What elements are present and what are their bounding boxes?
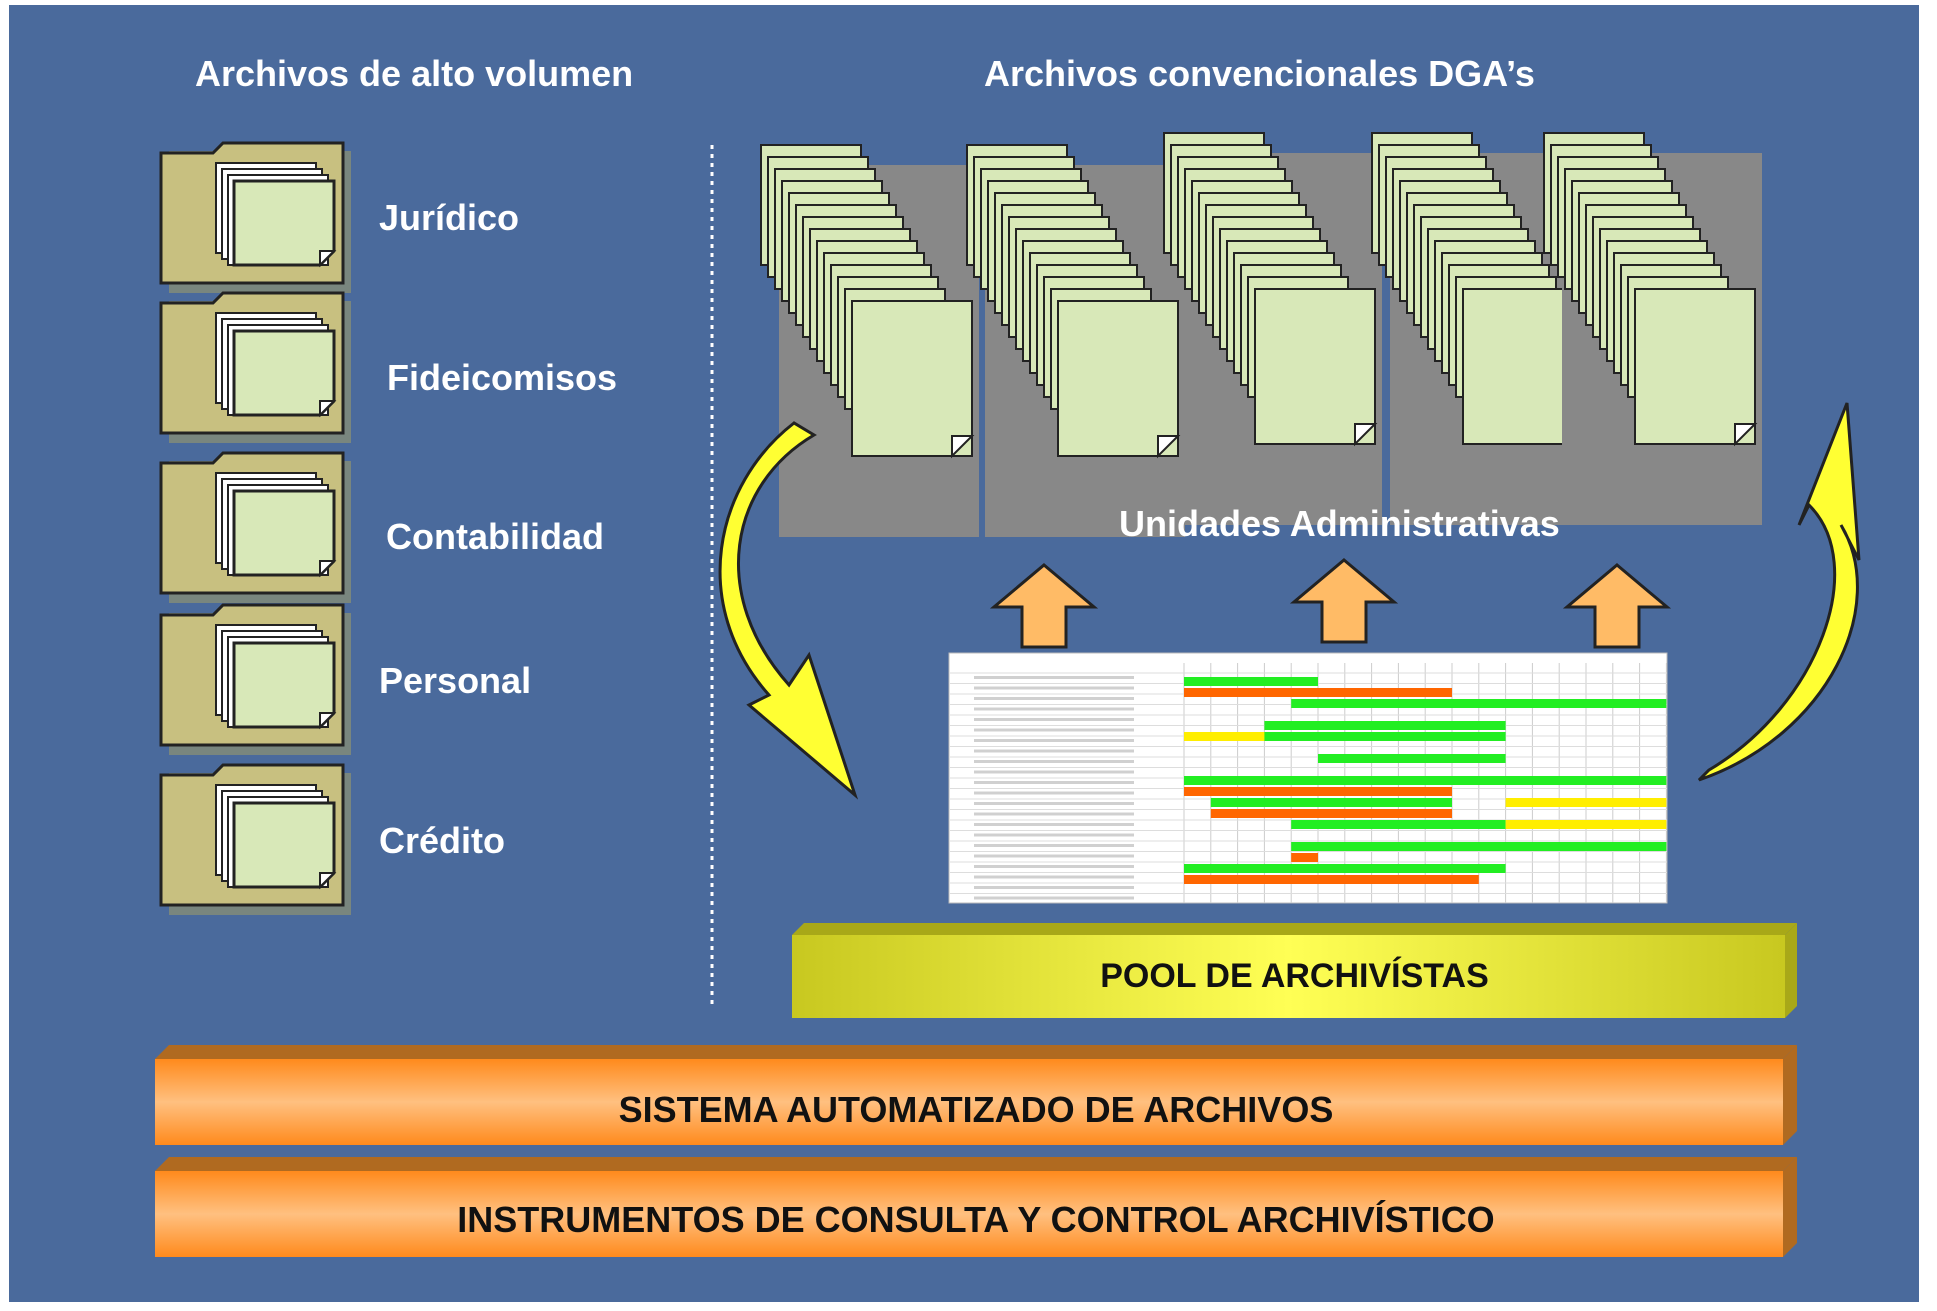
instruments-bar: INSTRUMENTOS DE CONSULTA Y CONTROL ARCHI… bbox=[155, 1157, 1797, 1257]
gantt-bar bbox=[1291, 699, 1667, 708]
gantt-text-line bbox=[974, 886, 1134, 889]
document-stack-icon bbox=[1371, 132, 1590, 525]
curved-arrow-right bbox=[1697, 402, 1861, 782]
gantt-text-line bbox=[974, 676, 1134, 679]
folder-label-personal: Personal bbox=[379, 660, 532, 701]
up-arrow-icon bbox=[1562, 563, 1672, 649]
folder-icon bbox=[159, 603, 351, 755]
pool-bar: POOL DE ARCHIVÍSTAS bbox=[792, 925, 1797, 1015]
gantt-text-line bbox=[974, 791, 1134, 795]
gantt-text-line bbox=[974, 749, 1134, 753]
document-stack-icon bbox=[1543, 132, 1762, 525]
gantt-bar bbox=[1184, 864, 1506, 873]
gantt-text-line bbox=[974, 770, 1134, 774]
diagram-graphics bbox=[155, 132, 1861, 1257]
gantt-bar bbox=[1505, 798, 1667, 807]
folder-icon bbox=[159, 141, 351, 293]
gantt-text-line bbox=[974, 812, 1134, 816]
gantt-bar bbox=[1264, 732, 1506, 741]
gantt-text-line bbox=[974, 844, 1134, 847]
units-label: Unidades Administrativas bbox=[1119, 503, 1560, 544]
gantt-text-line bbox=[974, 728, 1134, 732]
gantt-bar bbox=[1184, 688, 1452, 697]
up-arrow-icon bbox=[989, 563, 1099, 649]
gantt-bar bbox=[1184, 677, 1318, 686]
document-stack-icon bbox=[1163, 132, 1382, 525]
gantt-text-line bbox=[974, 875, 1134, 879]
left-title: Archivos de alto volumen bbox=[195, 53, 634, 94]
folder-icon bbox=[159, 763, 351, 915]
gantt-text-line bbox=[974, 686, 1134, 690]
gantt-text-line bbox=[974, 739, 1134, 742]
gantt-bar bbox=[1184, 776, 1667, 785]
system-bar: SISTEMA AUTOMATIZADO DE ARCHIVOS bbox=[155, 1045, 1797, 1145]
gantt-bar bbox=[1291, 820, 1506, 829]
gantt-bar bbox=[1264, 721, 1506, 730]
folder-label-contabilidad: Contabilidad bbox=[386, 516, 604, 557]
folder-label-fideicomisos: Fideicomisos bbox=[387, 357, 618, 398]
curved-arrow-left bbox=[718, 421, 859, 800]
gantt-text-line bbox=[974, 865, 1134, 868]
system-label: SISTEMA AUTOMATIZADO DE ARCHIVOS bbox=[618, 1089, 1334, 1130]
diagram-slide: Archivos de alto volumen Archivos conven… bbox=[9, 5, 1919, 1302]
gantt-text-line bbox=[974, 718, 1134, 721]
gantt-text-line bbox=[974, 823, 1134, 826]
pool-bar-shape bbox=[792, 923, 1797, 1018]
gantt-bar bbox=[1210, 809, 1452, 818]
gantt-text-line bbox=[974, 896, 1134, 900]
folder-icon bbox=[159, 291, 351, 443]
gantt-text-line bbox=[974, 833, 1134, 837]
gantt-text-line bbox=[974, 707, 1134, 711]
instruments-label: INSTRUMENTOS DE CONSULTA Y CONTROL ARCHI… bbox=[457, 1199, 1495, 1240]
pool-label: POOL DE ARCHIVÍSTAS bbox=[1100, 957, 1489, 995]
folder-label-credito: Crédito bbox=[379, 820, 505, 861]
gantt-bar bbox=[1291, 853, 1318, 862]
folder-label-juridico: Jurídico bbox=[379, 197, 520, 238]
up-arrow-icon bbox=[1289, 558, 1399, 644]
gantt-text-line bbox=[974, 781, 1134, 784]
system-bar-shape bbox=[155, 1045, 1797, 1145]
gantt-bar bbox=[1291, 842, 1667, 851]
instruments-bar-shape bbox=[155, 1157, 1797, 1257]
gantt-bar bbox=[1318, 754, 1506, 763]
gantt-text-line bbox=[974, 802, 1134, 805]
gantt-bar bbox=[1184, 787, 1452, 796]
right-title: Archivos convencionales DGA’s bbox=[984, 53, 1535, 94]
gantt-bar bbox=[1505, 820, 1667, 829]
document-stack-icon bbox=[966, 144, 1185, 537]
gantt-text-line bbox=[974, 697, 1134, 700]
folder-icon bbox=[159, 451, 351, 603]
gantt-text-line bbox=[974, 760, 1134, 763]
gantt-text-line bbox=[974, 854, 1134, 858]
document-stack-icon bbox=[760, 144, 979, 537]
gantt-bar bbox=[1210, 798, 1452, 807]
gantt-bar bbox=[1184, 875, 1479, 884]
